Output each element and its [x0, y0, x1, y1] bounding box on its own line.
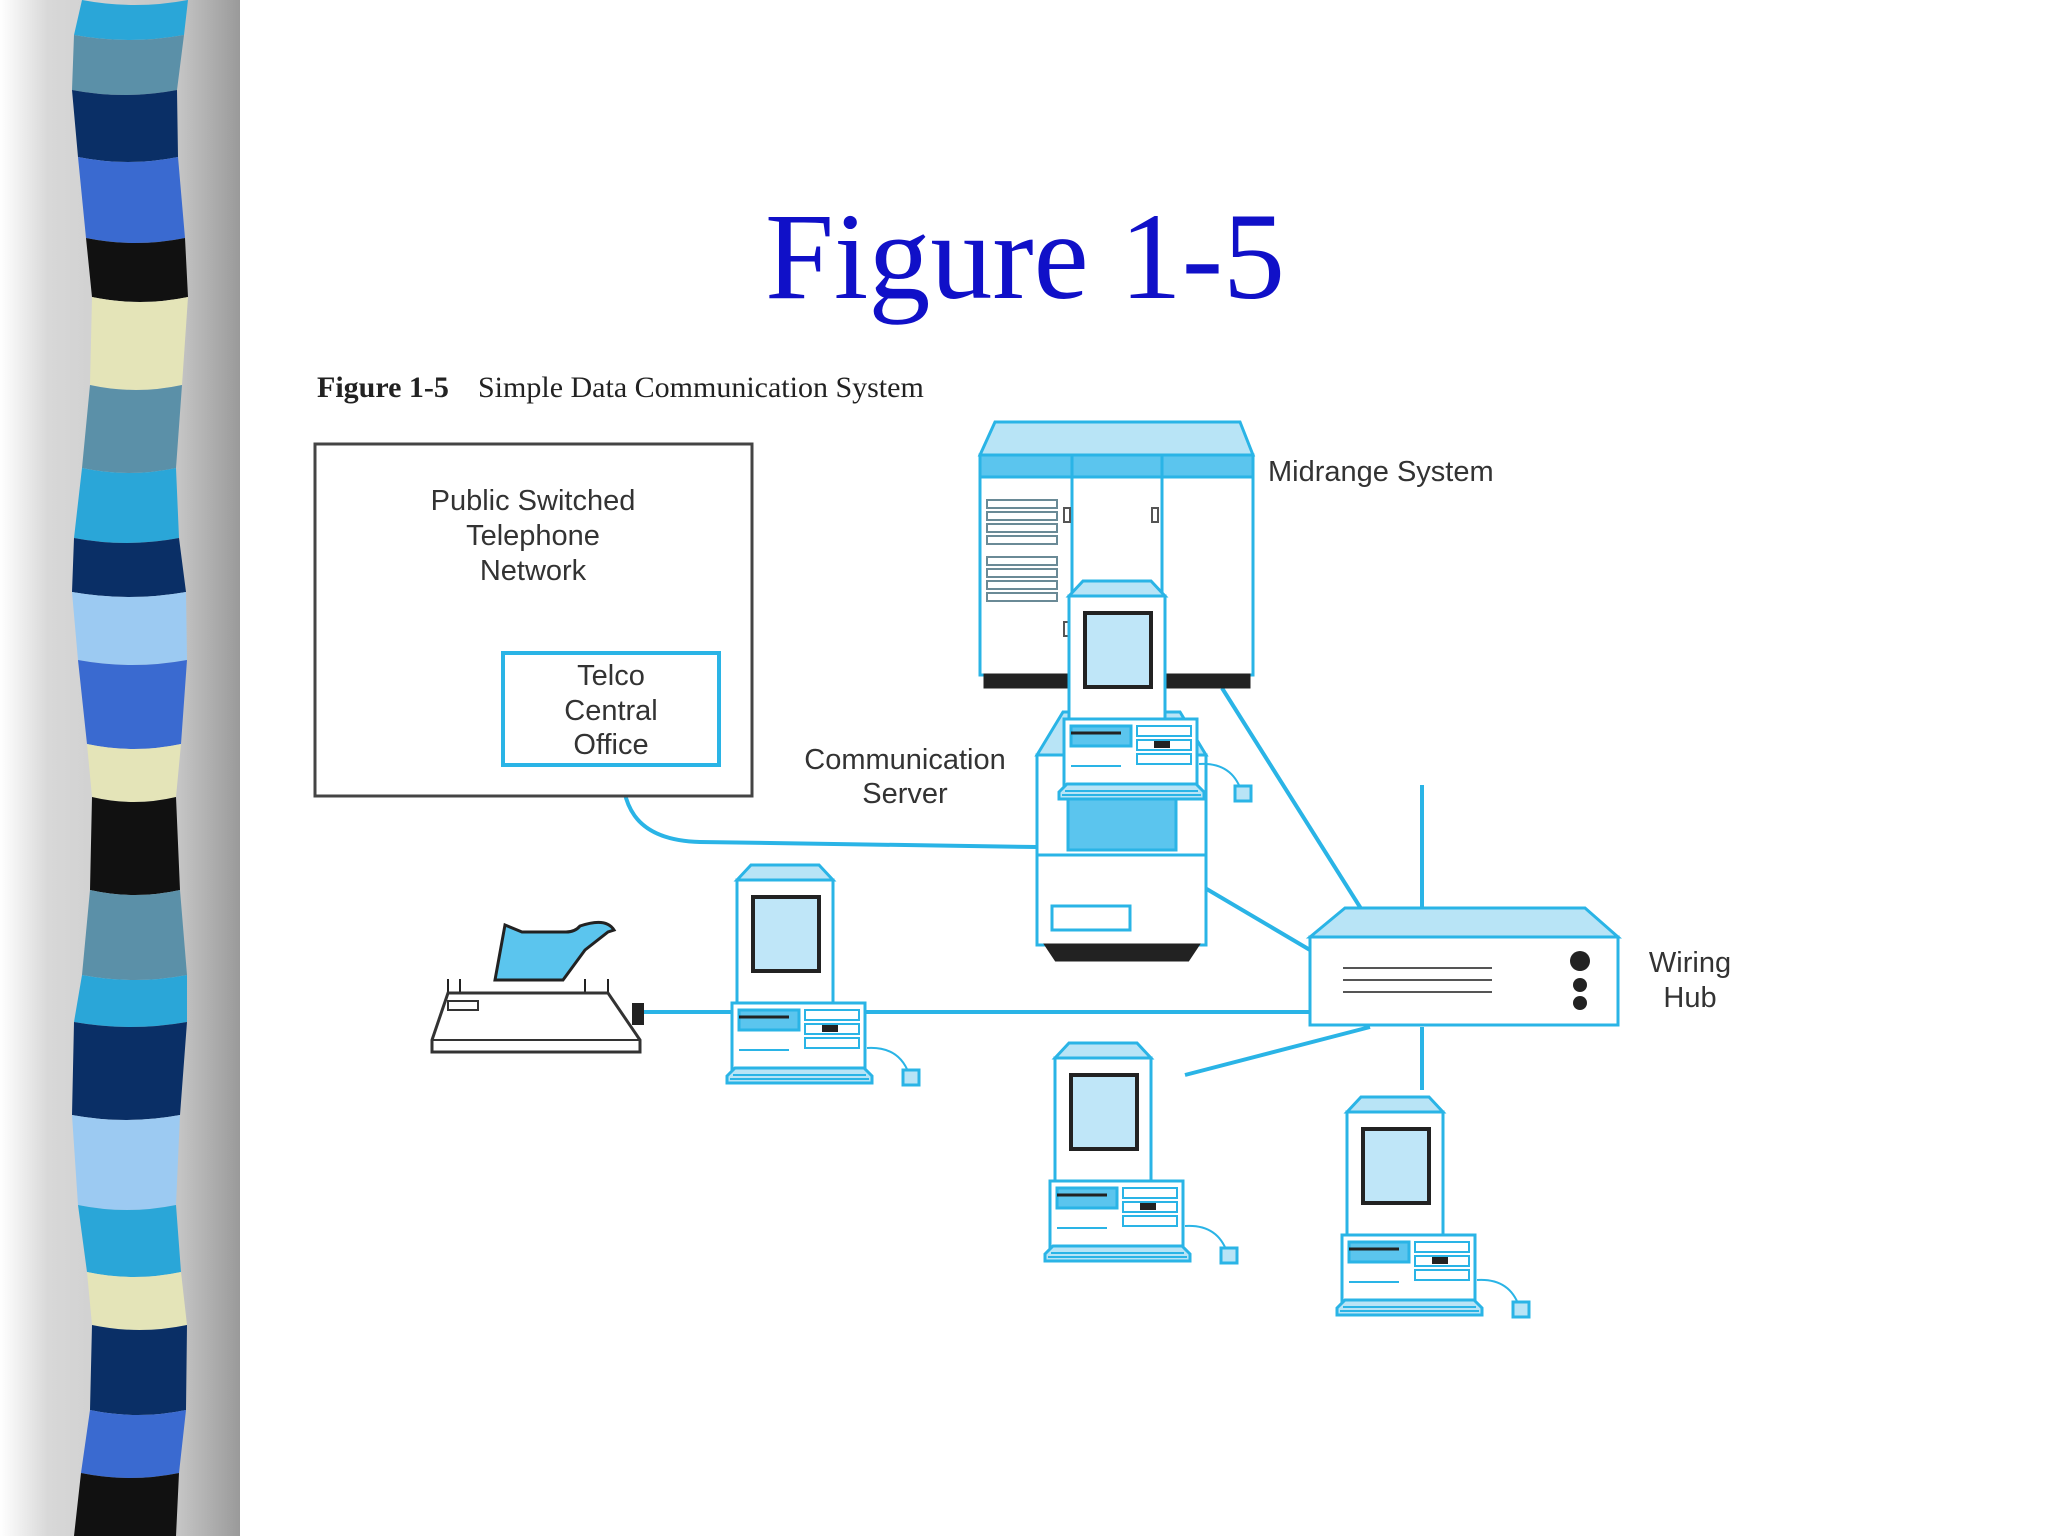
link-pc-bottom-hub [1184, 1025, 1371, 1077]
pstn-label-line1: Public Switched [431, 485, 636, 517]
strip-band [78, 1205, 181, 1277]
strip-band [87, 744, 181, 802]
telco-central-office-box: Telco Central Office [501, 651, 721, 767]
figure-caption-number: Figure 1-5 [317, 371, 449, 404]
strip-band [72, 35, 184, 95]
slide-title: Figure 1-5 [764, 188, 1286, 325]
figure-caption-text: Simple Data Communication System [478, 371, 924, 404]
decorative-side-strip [0, 0, 240, 1536]
strip-band [72, 1115, 180, 1210]
strip-band [78, 157, 185, 243]
pstn-label-line3: Network [480, 555, 587, 587]
strip-band [74, 975, 187, 1027]
strip-band [90, 1325, 187, 1415]
strip-band [72, 592, 187, 665]
telco-label-line1: Telco [577, 660, 645, 692]
hub-label-line1: Wiring [1649, 947, 1731, 979]
midrange-label: Midrange System [1268, 456, 1494, 488]
strip-band [74, 0, 188, 40]
strip-band [90, 797, 180, 895]
link-midrange-hub [1220, 686, 1367, 917]
telco-label-line3: Office [573, 729, 648, 761]
desktop-computer-icon-4 [1335, 1095, 1531, 1319]
strip-band [72, 90, 178, 162]
strip-band [72, 538, 186, 597]
strip-band [78, 660, 187, 749]
strip-band [90, 297, 188, 390]
strip-band [87, 1272, 187, 1330]
desktop-computer-icon [725, 863, 921, 1087]
strip-band [74, 1473, 179, 1536]
network-hub-icon [1305, 906, 1622, 1027]
hub-label-line2: Hub [1663, 982, 1716, 1014]
comm-server-label-line2: Server [862, 778, 948, 810]
strip-band [82, 385, 182, 473]
desktop-computer-icon-3 [1043, 1041, 1239, 1265]
strip-band [86, 238, 188, 302]
telco-label-line2: Central [564, 695, 658, 727]
printer-icon [430, 920, 644, 1054]
link-server-hub [1203, 886, 1312, 952]
strip-band [81, 1410, 186, 1478]
strip-band [74, 468, 179, 543]
pstn-label-line2: Telephone [466, 520, 600, 552]
strip-band [82, 890, 187, 980]
desktop-computer-icon-1 [725, 863, 921, 1087]
comm-server-label-line1: Communication [804, 744, 1005, 776]
strip-band [72, 1022, 187, 1120]
